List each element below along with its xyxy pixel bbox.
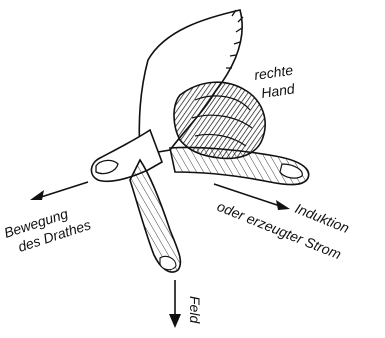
hand-label-line2: Hand xyxy=(260,80,297,101)
index-finger xyxy=(130,160,180,272)
motion-arrow xyxy=(38,182,88,198)
hand-label-line1: rechte xyxy=(253,62,294,83)
field-label: Feld xyxy=(187,296,203,324)
induction-arrowhead xyxy=(276,200,290,210)
field-arrowhead xyxy=(169,314,181,328)
motion-arrowhead xyxy=(30,190,44,200)
